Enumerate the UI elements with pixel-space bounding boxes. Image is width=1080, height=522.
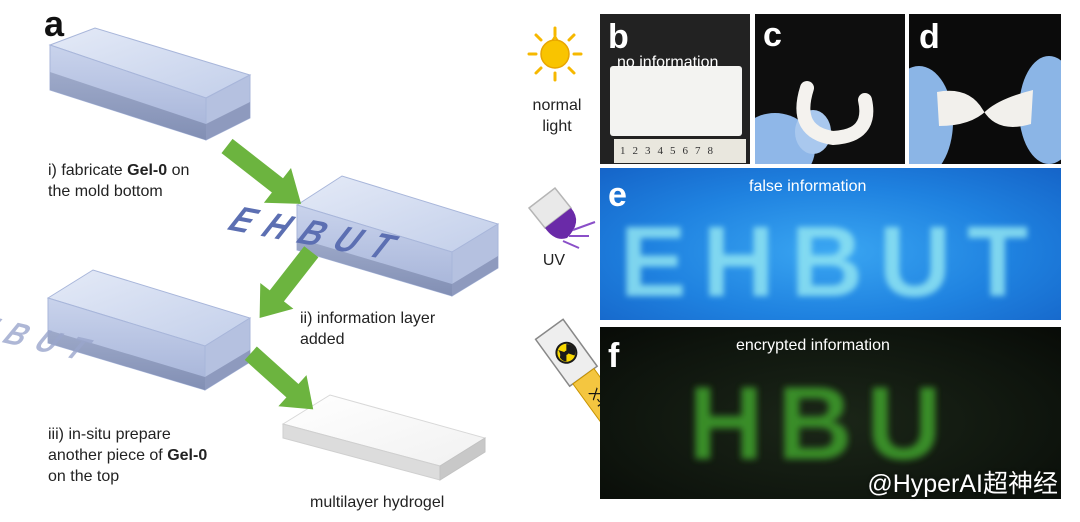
encrypted-information-label: encrypted information — [736, 337, 890, 354]
no-information-label: no information — [617, 54, 719, 71]
mold-step1 — [48, 27, 252, 141]
uv-label: UV — [542, 252, 566, 269]
step3-caption: iii) in-situ prepare another piece of Ge… — [48, 426, 208, 485]
panel-b-letter: b — [608, 18, 629, 56]
sun-icon — [527, 26, 583, 82]
panel-a-letter: a — [44, 3, 65, 44]
panel-f-photo: HBU f encrypted information — [600, 327, 1061, 499]
panel-a-schematic: EHBUT EHBUT — [0, 27, 500, 481]
panel-f-letter: f — [608, 337, 620, 375]
green-arrows — [221, 138, 319, 410]
panel-e-letter: e — [608, 176, 627, 214]
arrow-1 — [221, 138, 302, 204]
step1-caption: i) fabricate Gel-0 on the mold bottom — [48, 162, 190, 200]
panel-c-letter: c — [763, 16, 782, 54]
mold-step2: EHBUT — [222, 175, 500, 297]
gel-strip-plain — [610, 66, 742, 136]
uv-glow-illustration: EHBUT — [620, 206, 1044, 318]
arrow-2 — [259, 246, 319, 318]
panel-e-photo: EHBUT e false information — [600, 168, 1061, 320]
false-information-label: false information — [749, 178, 867, 195]
mold-step3: EHBUT — [0, 269, 252, 391]
bent-gel-illustration — [755, 81, 874, 164]
xray-glow-illustration: HBU — [688, 366, 955, 482]
panel-d-photo: d — [909, 14, 1061, 164]
panel-b-photo: 12345678 b no information — [600, 14, 750, 164]
multilayer-hydrogel-block — [281, 394, 487, 481]
xray-glow-text: HBU — [688, 366, 955, 482]
watermark: @HyperAI超神经 — [867, 470, 1058, 498]
final-caption: multilayer hydrogel — [310, 494, 445, 511]
arrow-3 — [244, 346, 314, 410]
panel-d-letter: d — [919, 18, 940, 56]
ruler — [614, 139, 746, 163]
uv-lamp-icon — [527, 186, 596, 249]
ruler-ticks: 12345678 — [620, 145, 720, 157]
twisted-gel-illustration — [909, 56, 1061, 164]
step2-caption: ii) information layer added — [300, 310, 436, 348]
uv-glow-text: EHBUT — [620, 206, 1044, 318]
panel-c-photo: c — [755, 14, 905, 164]
